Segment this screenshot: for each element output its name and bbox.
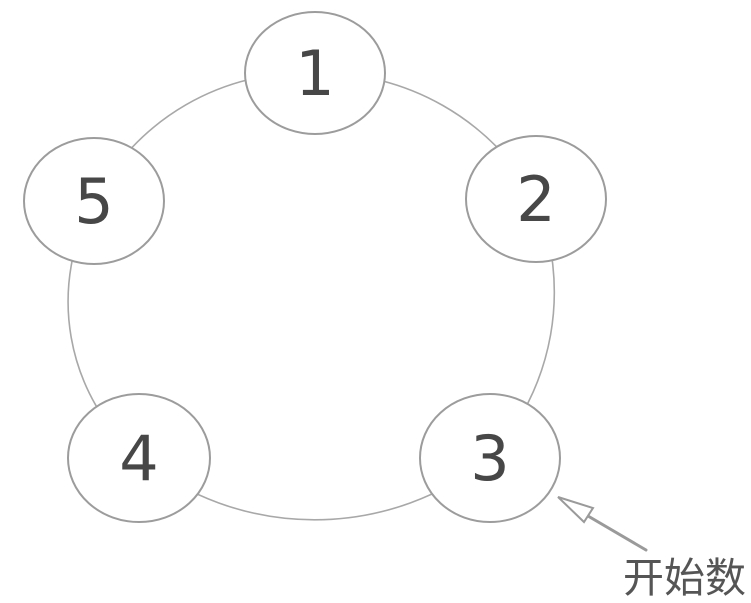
node-2-label: 2 [516,163,555,236]
node-4: 4 [67,393,211,523]
node-5: 5 [23,137,165,265]
node-5-label: 5 [74,165,113,238]
node-4-label: 4 [119,422,158,495]
node-1: 1 [244,11,386,135]
arrow-shaft [586,514,648,552]
node-5-circle [23,137,165,265]
arrow-head-icon [557,496,595,524]
node-3: 3 [419,393,561,523]
node-3-circle [419,393,561,523]
node-2: 2 [465,135,607,263]
node-1-label: 1 [295,37,334,110]
annotation-label: 开始数 [623,554,746,602]
start-annotation: 开始数 [557,496,746,602]
node-2-circle [465,135,607,263]
node-1-circle [244,11,386,135]
node-3-label: 3 [470,422,509,495]
node-4-circle [67,393,211,523]
